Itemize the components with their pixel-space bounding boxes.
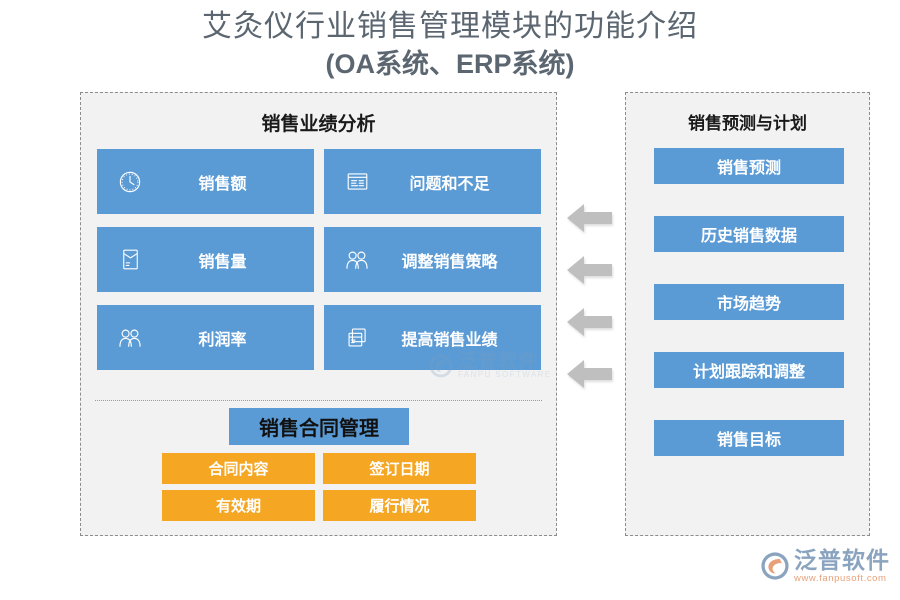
feature-card-label: 销售量	[198, 253, 247, 271]
contract-management-heading: 销售合同管理	[229, 408, 409, 445]
forecast-chip-sales-forecast[interactable]: 销售预测	[654, 148, 844, 184]
feature-card-adjust-strategy[interactable]: 调整销售策略	[324, 227, 541, 292]
flow-arrow-left-2	[566, 255, 612, 285]
forecast-chip-sales-target[interactable]: 销售目标	[654, 420, 844, 456]
brand-url: www.fanpusoft.com	[794, 573, 887, 584]
feature-card-sales-amount[interactable]: 销售额	[97, 149, 314, 214]
page-title: 艾灸仪行业销售管理模块的功能介绍 (OA系统、ERP系统)	[0, 8, 900, 82]
flow-arrow-column	[566, 203, 614, 411]
feature-card-label: 问题和不足	[409, 175, 490, 193]
feature-card-label: 销售额	[198, 175, 247, 193]
sales-performance-card-grid: 销售额 问题和不足 销售量	[97, 149, 542, 370]
contract-chip-validity[interactable]: 有效期	[162, 490, 315, 521]
envelope-document-icon	[115, 245, 145, 275]
fanpu-logo-mark-icon	[760, 551, 790, 581]
contract-item-grid: 合同内容 签订日期 有效期 履行情况	[162, 453, 476, 521]
users-icon	[115, 323, 145, 353]
forecast-chip-market-trend[interactable]: 市场趋势	[654, 284, 844, 320]
contract-chip-sign-date[interactable]: 签订日期	[323, 453, 476, 484]
brand-logo-text: 泛普软件 www.fanpusoft.com	[794, 549, 890, 584]
forecast-chip-plan-tracking[interactable]: 计划跟踪和调整	[654, 352, 844, 388]
sales-forecast-item-list: 销售预测 历史销售数据 市场趋势 计划跟踪和调整 销售目标	[654, 148, 844, 456]
sales-forecast-heading: 销售预测与计划	[688, 114, 807, 133]
contract-chip-fulfillment[interactable]: 履行情况	[323, 490, 476, 521]
sales-performance-panel: 销售业绩分析 销售额 问题和不足	[80, 92, 557, 536]
flow-arrow-left-3	[566, 307, 612, 337]
report-list-icon	[342, 167, 372, 197]
contract-section-divider	[95, 400, 542, 401]
users-icon	[342, 245, 372, 275]
clock-icon	[115, 167, 145, 197]
stacked-windows-icon	[342, 323, 372, 353]
feature-card-label: 利润率	[198, 331, 247, 349]
page-title-line-2: (OA系统、ERP系统)	[325, 49, 575, 79]
feature-card-label: 调整销售策略	[401, 253, 498, 271]
forecast-chip-historical-data[interactable]: 历史销售数据	[654, 216, 844, 252]
brand-logo: 泛普软件 www.fanpusoft.com	[760, 549, 890, 584]
feature-card-label: 提高销售业绩	[401, 331, 498, 349]
flow-arrow-left-4	[566, 359, 612, 389]
sales-performance-heading: 销售业绩分析	[261, 114, 376, 135]
feature-card-problems[interactable]: 问题和不足	[324, 149, 541, 214]
contract-chip-content[interactable]: 合同内容	[162, 453, 315, 484]
sales-forecast-panel: 销售预测与计划 销售预测 历史销售数据 市场趋势 计划跟踪和调整 销售目标	[625, 92, 870, 536]
flow-arrow-left-1	[566, 203, 612, 233]
feature-card-improve-performance[interactable]: 提高销售业绩	[324, 305, 541, 370]
feature-card-profit-rate[interactable]: 利润率	[97, 305, 314, 370]
brand-name: 泛普软件	[794, 547, 890, 573]
page-title-line-1: 艾灸仪行业销售管理模块的功能介绍	[202, 10, 698, 43]
feature-card-sales-volume[interactable]: 销售量	[97, 227, 314, 292]
